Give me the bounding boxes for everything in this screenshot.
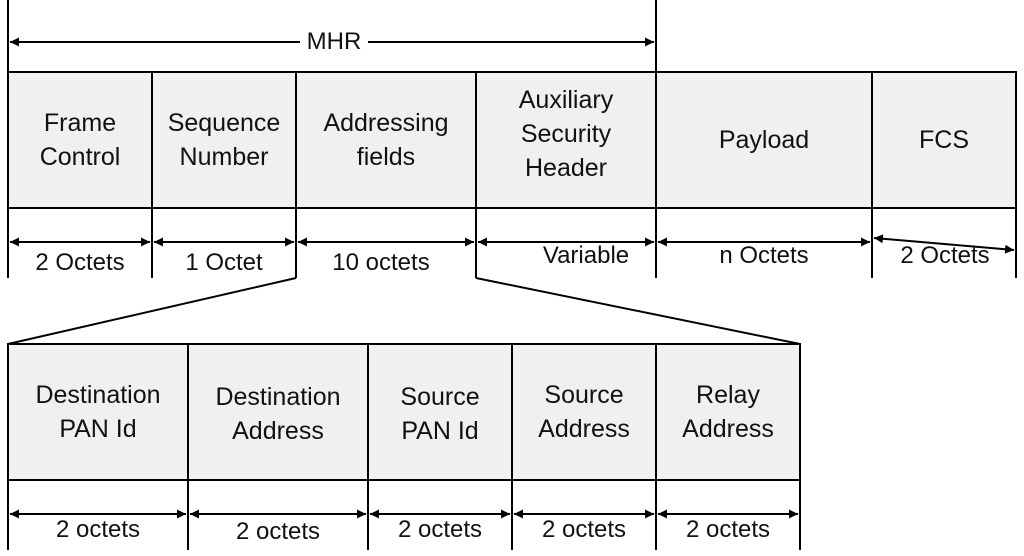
label-aux-security-header: Auxiliary Security Header [518,86,614,182]
cell-fcs [871,71,1017,209]
bottom-row-dividers [7,480,801,550]
expansion-lines [7,277,801,345]
cell-payload [655,71,873,209]
label-source-pan-id: Source PAN Id [400,383,480,445]
label-source-address: Source Address [538,381,630,443]
cell-destination-pan-id [7,343,189,481]
label-sequence-number: Sequence Number [167,109,281,171]
size-aux-security-header: Variable [542,242,630,269]
label-fcs: FCS [919,126,969,154]
size-destination-pan-id: 2 octets [55,516,141,543]
size-payload: n Octets [719,242,809,269]
size-frame-control: 2 Octets [35,249,125,276]
size-arrow-fcs [873,234,1015,254]
size-destination-address: 2 octets [235,518,321,545]
cell-addressing-fields [295,71,477,209]
label-destination-pan-id: Destination PAN Id [35,381,161,443]
cell-frame-control [7,71,153,209]
cell-relay-address [655,343,801,481]
cell-destination-address [187,343,369,481]
bottom-row-cells [7,343,801,481]
label-addressing-fields: Addressing fields [323,109,449,171]
mhr-label: MHR [300,27,368,57]
size-source-pan-id: 2 octets [397,516,483,543]
size-addressing-fields: 10 octets [332,249,430,276]
cell-source-pan-id [367,343,513,481]
cell-source-address [511,343,657,481]
expansion-line-left [7,277,297,345]
cell-sequence-number [151,71,297,209]
top-row-dividers [7,0,1017,278]
label-payload: Payload [718,126,810,154]
top-row-cells [7,71,1017,209]
size-sequence-number: 1 Octet [185,249,263,276]
expansion-line-right [475,277,801,345]
cell-aux-security-header [475,71,657,209]
label-relay-address: Relay Address [682,381,774,443]
size-fcs: 2 Octets [900,242,990,269]
label-destination-address: Destination Address [215,383,341,445]
size-source-address: 2 octets [541,516,627,543]
top-size-arrows [10,234,1015,254]
size-relay-address: 2 octets [685,516,771,543]
label-frame-control: Frame Control [39,109,121,171]
